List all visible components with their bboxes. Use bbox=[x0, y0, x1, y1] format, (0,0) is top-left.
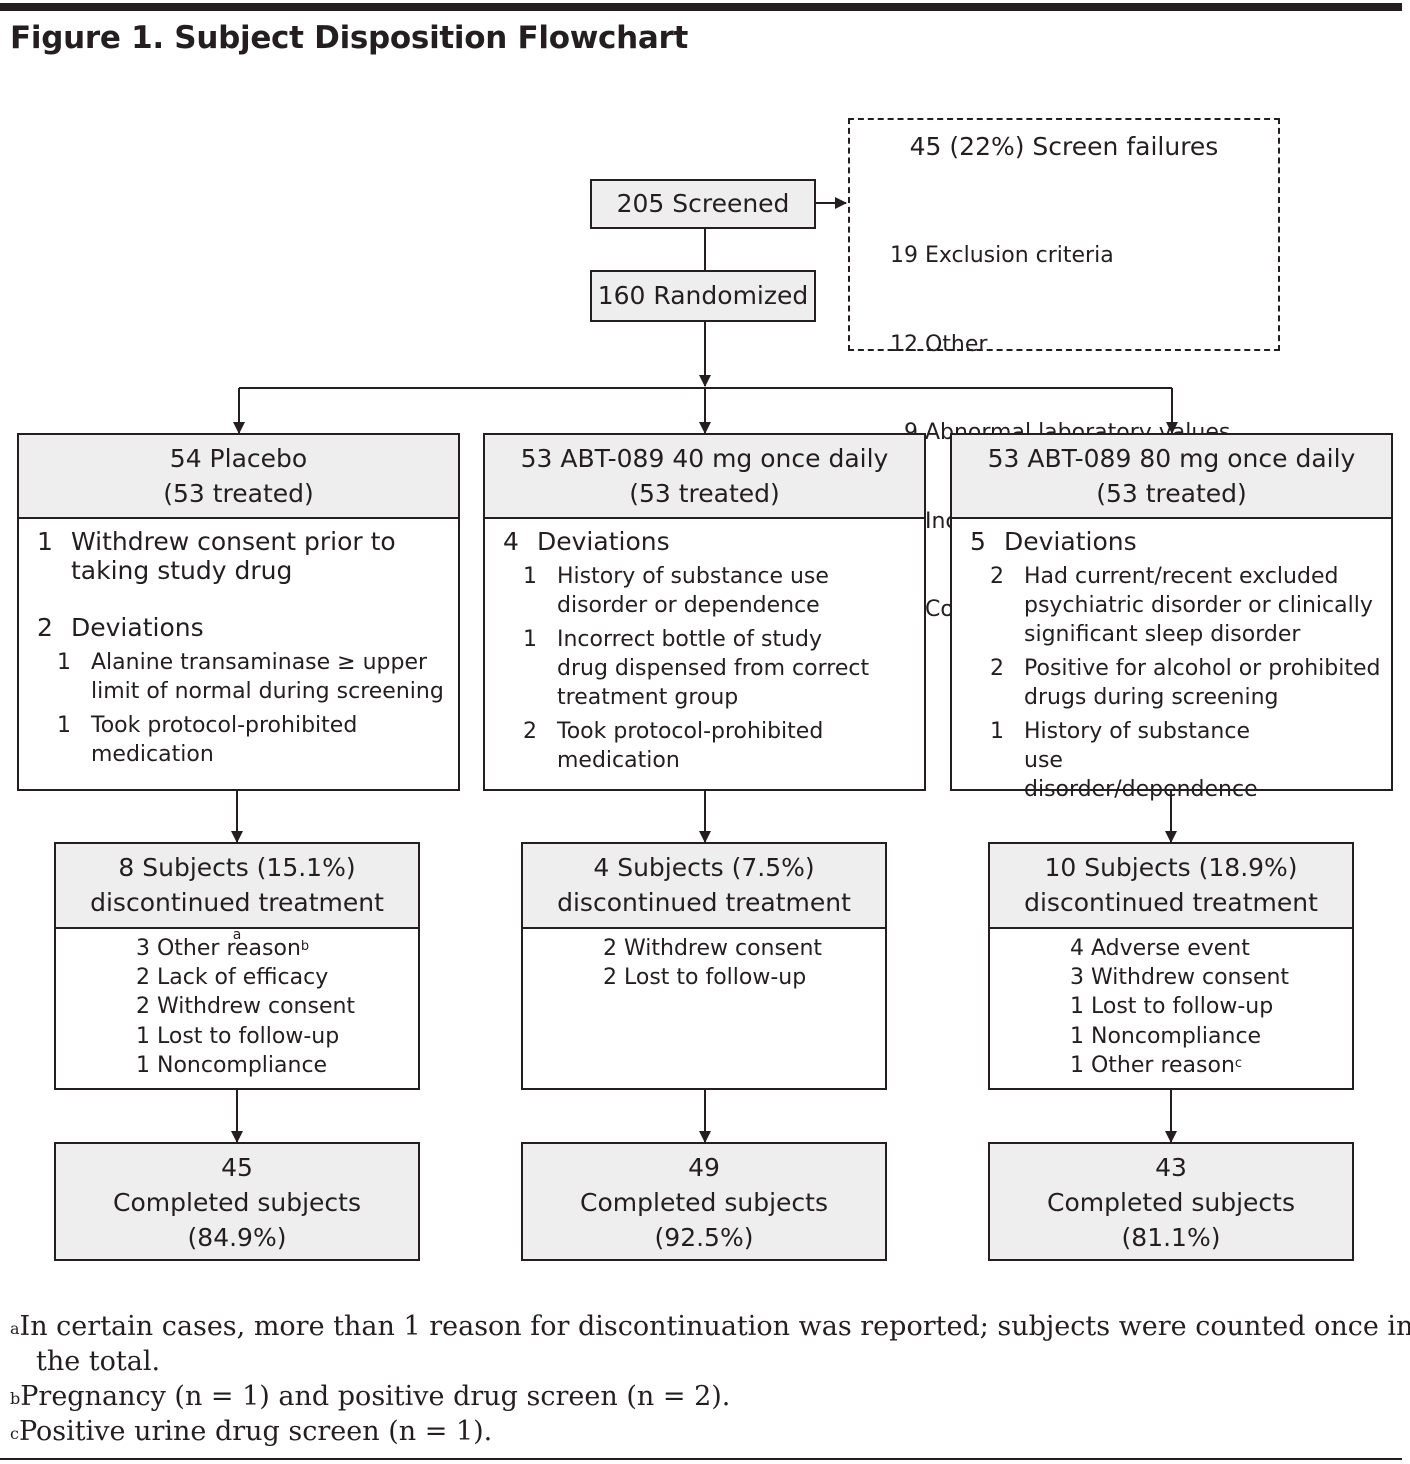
abt-80mg-arm-header: 53 ABT-089 80 mg once daily (53 treated) bbox=[952, 435, 1391, 519]
placebo-withdrew-count: 1 bbox=[37, 527, 53, 556]
placebo-discontinuation-reasons: 3 Other reasonb 2 Lack of efficacy 2 Wit… bbox=[136, 934, 355, 1080]
bottom-rule bbox=[0, 1458, 1402, 1460]
reason-item: 1 Noncompliance bbox=[136, 1052, 328, 1078]
screen-failure-item: 12 Other bbox=[890, 331, 988, 357]
placebo-deviations: 1 Withdrew consent prior to taking study … bbox=[37, 527, 450, 769]
abt-80mg-completed-label: Completed subjects bbox=[1047, 1188, 1295, 1217]
abt-40mg-discontinued-header: 4 Subjects (7.5%) discontinued treatment bbox=[523, 844, 885, 929]
reason-item: 1 Other reasonc bbox=[1070, 1052, 1243, 1078]
reason-item: 1 Lost to follow-up bbox=[136, 1023, 340, 1049]
abt-80mg-completed-box: 43 Completed subjects (81.1%) bbox=[988, 1142, 1354, 1261]
placebo-arm-name: 54 Placebo bbox=[169, 444, 308, 473]
abt-80mg-arm-treated: (53 treated) bbox=[1096, 479, 1247, 508]
reason-item: 1 Noncompliance bbox=[1070, 1023, 1262, 1049]
placebo-arm-treated: (53 treated) bbox=[163, 479, 314, 508]
screen-failure-item: 19 Exclusion criteria bbox=[890, 243, 1114, 268]
top-rule bbox=[0, 3, 1402, 11]
placebo-discontinued-count: 8 Subjects (15.1%) bbox=[118, 853, 356, 882]
reason-item: 3 Withdrew consent bbox=[1070, 965, 1290, 991]
abt-40mg-arm-box: 53 ABT-089 40 mg once daily (53 treated)… bbox=[483, 433, 926, 791]
abt-80mg-discontinuation-reasons: 4 Adverse event 3 Withdrew consent 1 Los… bbox=[1070, 934, 1289, 1080]
abt-80mg-arm-box: 53 ABT-089 80 mg once daily (53 treated)… bbox=[950, 433, 1393, 802]
reason-item: 4 Adverse event bbox=[1070, 936, 1250, 961]
placebo-completed-box: 45 Completed subjects (84.9%) bbox=[54, 1142, 420, 1261]
reason-item: 2 Withdrew consent bbox=[136, 994, 356, 1020]
placebo-arm-box: 54 Placebo (53 treated) 1 Withdrew consen… bbox=[17, 433, 460, 791]
abt-40mg-discontinued-label: discontinued treatment bbox=[557, 888, 851, 917]
abt-40mg-completed-pct: (92.5%) bbox=[654, 1223, 754, 1252]
footnote-a-continued: the total. bbox=[36, 1346, 161, 1377]
reason-item: 1 Lost to follow-up bbox=[1070, 994, 1274, 1020]
placebo-discontinued-box: 8 Subjects (15.1%) discontinued treatmen… bbox=[54, 842, 420, 1090]
placebo-completed-label: Completed subjects bbox=[113, 1188, 361, 1217]
footnote-b: bPregnancy (n = 1) and positive drug scr… bbox=[10, 1381, 731, 1412]
screened-box: 205 Screened bbox=[590, 179, 816, 229]
abt-40mg-completed-label: Completed subjects bbox=[580, 1188, 828, 1217]
abt-40mg-discontinuation-reasons: 2 Withdrew consent 2 Lost to follow-up bbox=[603, 934, 822, 992]
abt-80mg-arm-name: 53 ABT-089 80 mg once daily bbox=[987, 444, 1356, 473]
reason-item: 2 Lost to follow-up bbox=[603, 965, 807, 991]
abt-40mg-arm-header: 53 ABT-089 40 mg once daily (53 treated) bbox=[485, 435, 924, 519]
abt-80mg-deviations-count: 5 bbox=[970, 527, 986, 556]
figure-title: Figure 1. Subject Disposition Flowchart bbox=[10, 20, 689, 56]
abt-40mg-discontinued-box: 4 Subjects (7.5%) discontinued treatment… bbox=[521, 842, 887, 1090]
abt-40mg-deviations-label: Deviations bbox=[537, 527, 670, 556]
screen-failures-box: 45 (22%) Screen failures 19 Exclusion cr… bbox=[848, 118, 1280, 622]
placebo-deviations-count: 2 bbox=[37, 613, 53, 642]
placebo-deviations-label: Deviations bbox=[71, 613, 204, 642]
placebo-completed-count: 45 bbox=[221, 1153, 253, 1182]
abt-40mg-completed-box: 49 Completed subjects (92.5%) bbox=[521, 1142, 887, 1261]
reason-item: 3 Other reasonb bbox=[136, 936, 310, 961]
abt-80mg-completed-count: 43 bbox=[1155, 1153, 1187, 1182]
abt-40mg-deviations-count: 4 bbox=[503, 527, 519, 556]
randomized-label: 160 Randomized bbox=[597, 281, 809, 310]
abt-40mg-arm-name: 53 ABT-089 40 mg once daily bbox=[520, 444, 889, 473]
abt-80mg-discontinued-header: 10 Subjects (18.9%) discontinued treatme… bbox=[990, 844, 1352, 929]
randomized-box: 160 Randomized bbox=[590, 270, 816, 322]
abt-80mg-discontinued-label: discontinued treatment bbox=[1024, 888, 1318, 917]
abt-80mg-discontinued-count: 10 Subjects (18.9%) bbox=[1044, 853, 1298, 882]
abt-40mg-arm-treated: (53 treated) bbox=[629, 479, 780, 508]
screen-failures-title: 45 (22%) Screen failures bbox=[909, 132, 1219, 161]
placebo-discontinued-header: 8 Subjects (15.1%) discontinued treatmen… bbox=[56, 844, 418, 943]
abt-40mg-completed-count: 49 bbox=[688, 1153, 720, 1182]
placebo-arm-header: 54 Placebo (53 treated) bbox=[19, 435, 458, 519]
reason-item: 2 Withdrew consent bbox=[603, 936, 823, 961]
footnote-a: aIn certain cases, more than 1 reason fo… bbox=[10, 1311, 1410, 1342]
placebo-withdrew-text: Withdrew consent prior to taking study d… bbox=[71, 527, 396, 585]
reason-item: 2 Lack of efficacy bbox=[136, 965, 329, 991]
footnote-mark-a: a bbox=[232, 927, 242, 943]
footnotes: aIn certain cases, more than 1 reason fo… bbox=[10, 1309, 1410, 1449]
abt-40mg-discontinued-count: 4 Subjects (7.5%) bbox=[593, 853, 815, 882]
placebo-completed-pct: (84.9%) bbox=[187, 1223, 287, 1252]
footnote-mark-c: c bbox=[1234, 1055, 1243, 1071]
abt-80mg-completed-pct: (81.1%) bbox=[1121, 1223, 1221, 1252]
abt-80mg-discontinued-box: 10 Subjects (18.9%) discontinued treatme… bbox=[988, 842, 1354, 1090]
abt-80mg-deviations-label: Deviations bbox=[1004, 527, 1137, 556]
footnote-c: cPositive urine drug screen (n = 1). bbox=[10, 1416, 493, 1447]
screened-label: 205 Screened bbox=[616, 189, 790, 218]
